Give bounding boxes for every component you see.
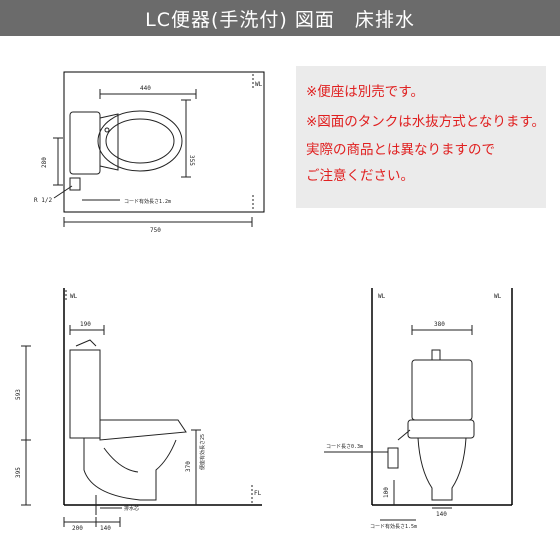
front-view-labels: WL WL 380 100 140 コード長さ0.3m コード有効長さ1.5m xyxy=(326,293,502,530)
drain-label: 排水芯 xyxy=(124,505,139,512)
note-line-2: ※図面のタンクは水抜方式となります。 xyxy=(306,114,546,130)
seat-length-label: 便座有効長さ25 xyxy=(199,434,206,470)
dim-355: 355 xyxy=(188,155,195,166)
dim-440: 440 xyxy=(140,85,151,92)
side-view-labels: WL FL 190 593 395 370 200 140 排水芯 便座有効長さ… xyxy=(15,293,262,532)
room-outline-top xyxy=(63,71,265,213)
dim-140-front: 140 xyxy=(436,511,447,518)
dim-593: 593 xyxy=(15,389,22,400)
top-view xyxy=(53,71,265,227)
dim-380: 380 xyxy=(434,321,445,328)
dim-200: 200 xyxy=(72,525,83,532)
dim-395: 395 xyxy=(15,467,22,478)
dim-140-side: 140 xyxy=(100,525,111,532)
page-title: LC便器(手洗付) 図面 床排水 xyxy=(0,0,560,36)
note-line-4: ご注意ください。 xyxy=(306,168,414,184)
note-line-3: 実際の商品とは異なりますので xyxy=(306,142,495,158)
side-wl-label: WL xyxy=(70,293,78,300)
dim-100: 100 xyxy=(383,487,390,498)
notes-box xyxy=(296,66,546,208)
top-cord-label: コード有効長さ1.2m xyxy=(124,198,171,205)
r-label: R 1/2 xyxy=(34,197,52,204)
side-fl-label: FL xyxy=(254,490,262,497)
dim-750: 750 xyxy=(150,227,161,234)
dim-280: 280 xyxy=(41,157,48,168)
front-wl-left: WL xyxy=(378,293,386,300)
cord-label-1: コード長さ0.3m xyxy=(326,443,363,450)
top-wl-label: WL xyxy=(255,81,263,88)
side-view xyxy=(21,288,262,527)
dim-190: 190 xyxy=(80,321,91,328)
front-view xyxy=(324,288,513,521)
dim-370: 370 xyxy=(185,461,192,472)
note-line-1: ※便座は別売です。 xyxy=(306,84,424,100)
top-view-labels: WL 440 355 280 750 R 1/2 コード有効長さ1.2m xyxy=(34,81,263,234)
cord-label-2: コード有効長さ1.5m xyxy=(370,523,417,530)
front-wl-right: WL xyxy=(494,293,502,300)
